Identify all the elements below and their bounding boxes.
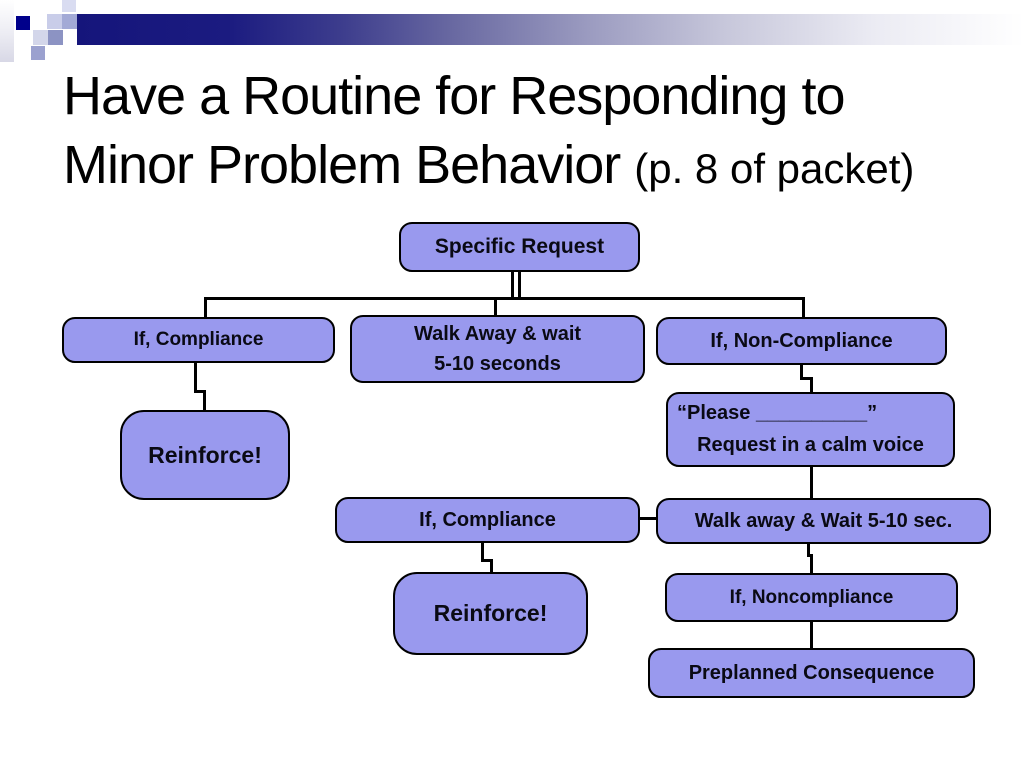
slide-title: Have a Routine for Responding to Minor P…	[63, 62, 993, 203]
decor-square	[31, 46, 45, 60]
node-if-noncompliance: If, Noncompliance	[665, 573, 958, 622]
node-walk-away-wait-2: Walk away & Wait 5-10 sec.	[656, 498, 991, 544]
slide-title-line1: Have a Routine for Responding to	[63, 66, 846, 126]
node-if-non-compliance: If, Non-Compliance	[656, 317, 947, 365]
connector-mid-zig-v1	[481, 541, 484, 562]
decor-square	[33, 30, 48, 45]
connector-left-zig-v2	[203, 390, 206, 411]
node-reinforce-mid: Reinforce!	[393, 572, 588, 655]
decor-square	[48, 30, 63, 45]
decor-square	[62, 14, 77, 29]
title-page-note: (p. 8 of packet)	[634, 145, 915, 192]
decor-square	[62, 0, 76, 12]
node-preplanned-consequence: Preplanned Consequence	[648, 648, 975, 698]
node-please-request: “Please __________” Request in a calm vo…	[666, 392, 955, 467]
slide-title-line2: Minor Problem Behavior (p. 8 of packet)	[63, 135, 915, 195]
connector-left-zig-v1	[194, 361, 197, 393]
connector-please-down	[810, 465, 813, 499]
connector-right-zig2-v1	[807, 541, 810, 557]
connector-mid-zig-v2	[490, 559, 493, 573]
decor-square	[47, 14, 62, 29]
connector-right-zig1-h	[800, 377, 813, 380]
connector-mid-zig-h	[481, 559, 493, 562]
connector-drop-right	[802, 297, 805, 318]
connector-mid-horizontal	[638, 517, 658, 520]
node-if-compliance-mid: If, Compliance	[335, 497, 640, 543]
connector-final-down	[810, 620, 813, 649]
node-walk-away-wait: Walk Away & wait 5-10 seconds	[350, 315, 645, 383]
connector-drop-mid	[494, 297, 497, 316]
node-if-compliance-left: If, Compliance	[62, 317, 335, 363]
connector-right-zig1-v2	[810, 377, 813, 393]
connector-h-main	[204, 297, 805, 300]
connector-right-zig1-v1	[800, 363, 803, 380]
corner-gradient-strip	[0, 0, 14, 62]
connector-double-line	[511, 271, 521, 299]
node-reinforce-left: Reinforce!	[120, 410, 290, 500]
connector-right-zig2-v2	[810, 554, 813, 574]
title-banner-bar	[77, 14, 1024, 45]
connector-left-zig-h	[194, 390, 206, 393]
decor-square-navy	[16, 16, 30, 30]
connector-drop-left	[204, 297, 207, 318]
node-specific-request: Specific Request	[399, 222, 640, 272]
